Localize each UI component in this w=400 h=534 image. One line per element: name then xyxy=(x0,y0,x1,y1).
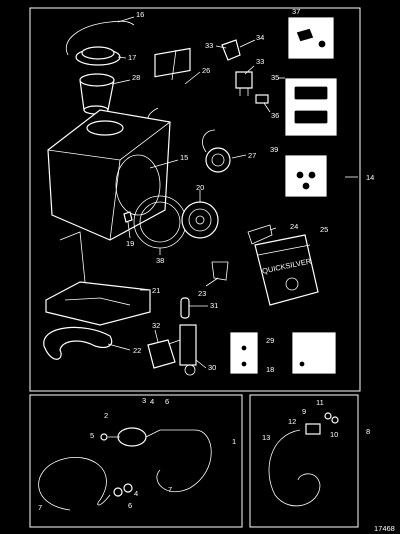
pad-kit xyxy=(284,77,338,137)
callout-20: 20 xyxy=(196,183,204,192)
callout-27: 27 xyxy=(248,151,256,160)
retainer-clip xyxy=(211,261,229,281)
hanger-clip xyxy=(247,224,273,245)
tank-tray xyxy=(45,231,151,326)
main-frame xyxy=(29,7,361,392)
connector-assembly xyxy=(268,412,339,507)
screw xyxy=(123,211,133,223)
shutoff-valve xyxy=(165,324,197,376)
tether-cord xyxy=(65,20,135,56)
callout-31: 31 xyxy=(210,301,218,310)
callout-15: 15 xyxy=(180,153,188,162)
callout-c9: 9 xyxy=(302,407,306,416)
callout-b7a: 7 xyxy=(38,503,42,512)
callout-b3: 3 xyxy=(142,396,146,405)
callout-b4a: 4 xyxy=(150,397,154,406)
callout-16: 16 xyxy=(136,10,144,19)
callout-c10: 10 xyxy=(330,430,338,439)
callout-b5: 5 xyxy=(90,431,94,440)
callout-25: 25 xyxy=(320,225,328,234)
callout-37: 37 xyxy=(292,7,300,16)
callout-26: 26 xyxy=(202,66,210,75)
hose-clamp xyxy=(43,326,113,360)
callout-b2: 2 xyxy=(104,411,108,420)
fuel-line-assembly xyxy=(38,427,212,511)
fuel-gauge xyxy=(202,129,231,173)
callout-17: 17 xyxy=(128,53,136,62)
filler-flange xyxy=(181,201,219,239)
fuel-cap xyxy=(75,46,121,66)
callout-23: 23 xyxy=(198,289,206,298)
callout-21: 21 xyxy=(152,286,160,295)
callout-19: 19 xyxy=(126,239,134,248)
callout-b1: 1 xyxy=(232,437,236,446)
callout-35: 35 xyxy=(271,73,279,82)
callout-24: 24 xyxy=(290,222,298,231)
callout-18: 18 xyxy=(266,365,274,374)
callout-22: 22 xyxy=(133,346,141,355)
callout-b7b: 7 xyxy=(168,485,172,494)
callout-30: 30 xyxy=(208,363,216,372)
mount-bracket xyxy=(147,339,176,369)
callout-28: 28 xyxy=(132,73,140,82)
callout-b6b: 6 xyxy=(128,501,132,510)
callout-32: 32 xyxy=(152,321,160,330)
hardware-kit xyxy=(291,331,337,375)
callout-39: 39 xyxy=(270,145,278,154)
fuel-gauge-sender xyxy=(147,47,191,123)
control-cover: QUICKSILVER xyxy=(254,234,319,306)
callout-29: 29 xyxy=(266,336,274,345)
filler-strainer xyxy=(79,73,115,115)
clip-kit xyxy=(287,16,335,60)
callout-b4b: 4 xyxy=(134,489,138,498)
callout-b6a: 6 xyxy=(165,397,169,406)
callout-14: 14 xyxy=(366,173,374,182)
callout-c13: 13 xyxy=(262,433,270,442)
connector-frame xyxy=(249,394,359,528)
fitting-kit xyxy=(229,331,259,375)
fuel-valve-bracket xyxy=(221,39,269,104)
callout-c8: 8 xyxy=(366,427,370,436)
callout-c12: 12 xyxy=(288,417,296,426)
fuel-line-frame xyxy=(29,394,243,528)
callout-34: 34 xyxy=(256,33,264,42)
callout-33b: 33 xyxy=(256,57,264,66)
callout-c11: 11 xyxy=(316,398,324,407)
callout-36: 36 xyxy=(271,111,279,120)
callout-33a: 33 xyxy=(205,41,213,50)
leader-lines xyxy=(107,16,358,369)
pin xyxy=(180,297,190,319)
callout-38: 38 xyxy=(156,256,164,265)
figure-number: 17468 xyxy=(374,524,395,533)
grommet-kit xyxy=(284,154,328,198)
fuel-tank xyxy=(47,109,171,241)
